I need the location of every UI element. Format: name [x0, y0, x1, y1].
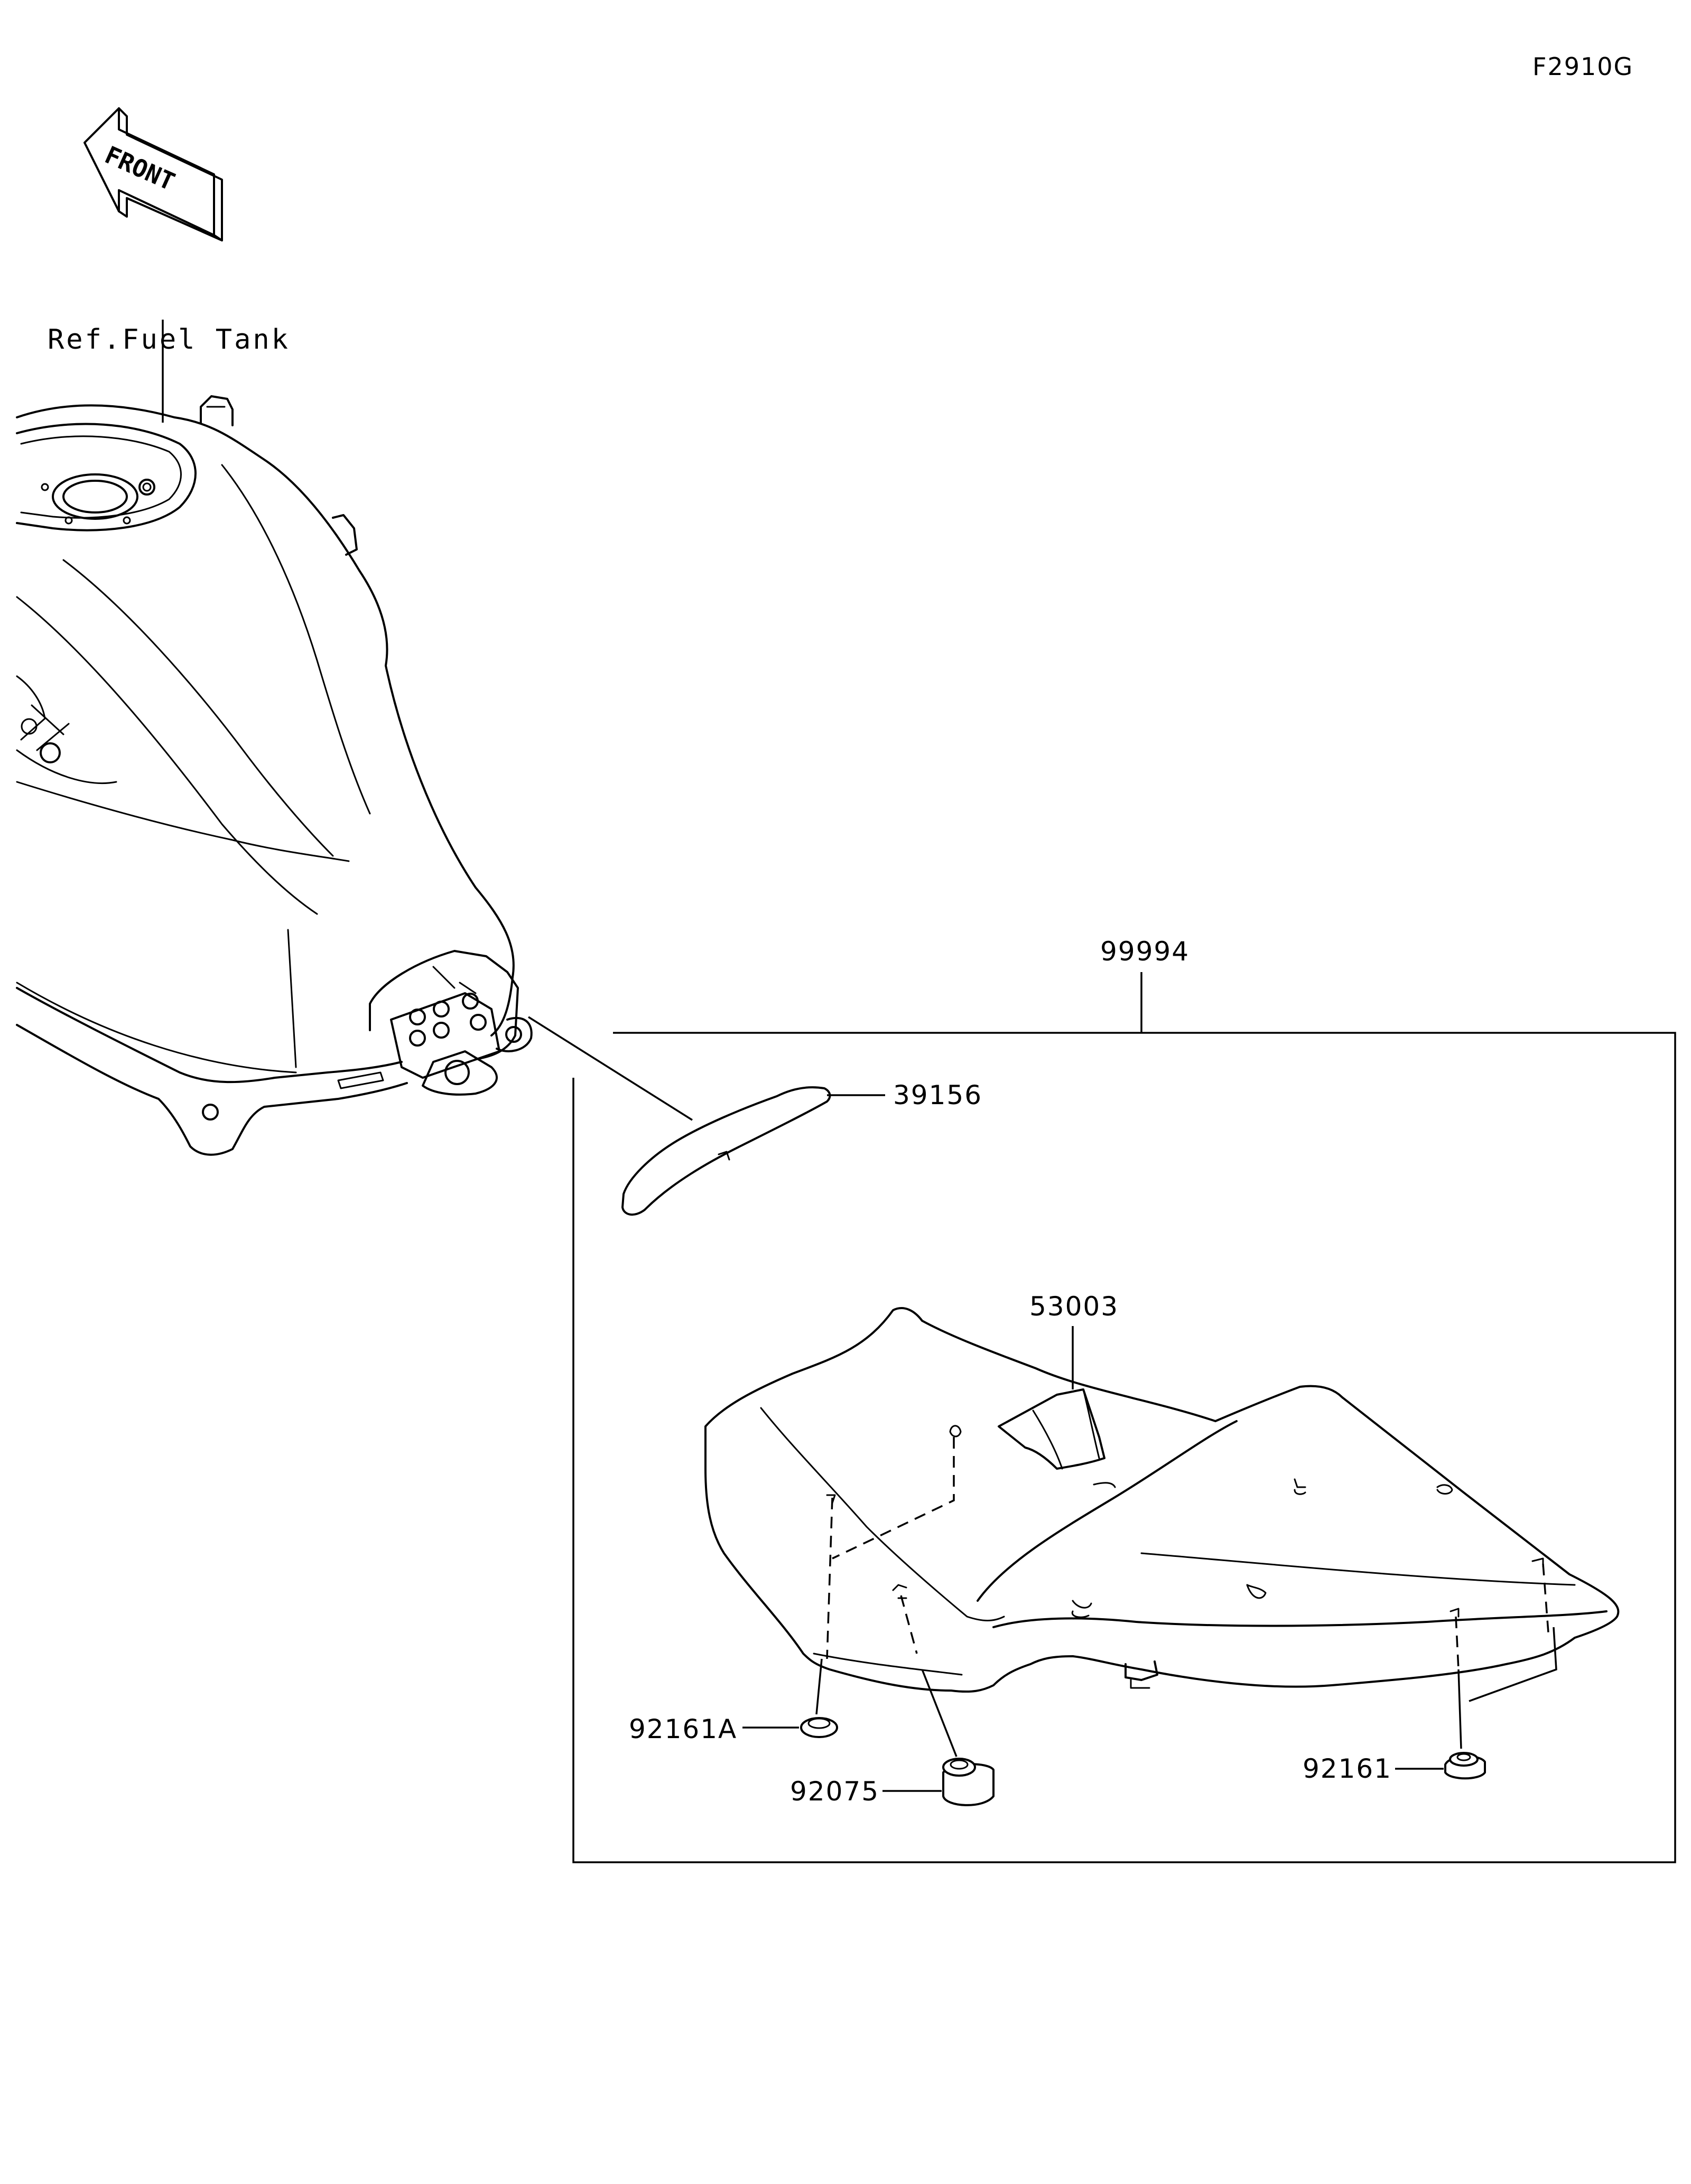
- damper-right-drawing: [1444, 1752, 1486, 1780]
- tank-pad-part-number: 39156: [893, 1080, 982, 1110]
- fuel-tank-drawing: [16, 395, 533, 1156]
- damper-a-part-number: 92161A: [629, 1714, 737, 1744]
- seat-drawing: [704, 1307, 1620, 1757]
- assembly-frame: [572, 1032, 1676, 1863]
- assembly-part-number: 99994: [1100, 936, 1190, 967]
- tank-pad-drawing: [621, 1086, 831, 1216]
- tank-to-pad-line: [528, 1016, 693, 1121]
- damper-right-part-number: 92161: [1303, 1753, 1392, 1784]
- reference-label: Ref.Fuel Tank: [48, 324, 290, 356]
- figure-code: F2910G: [1532, 52, 1633, 81]
- front-arrow-icon: FRONT: [83, 107, 223, 241]
- damper-center-part-number: 92075: [790, 1776, 879, 1807]
- seat-part-number: 53003: [1029, 1291, 1119, 1322]
- damper-a-drawing: [800, 1717, 838, 1738]
- damper-center-drawing: [942, 1758, 995, 1806]
